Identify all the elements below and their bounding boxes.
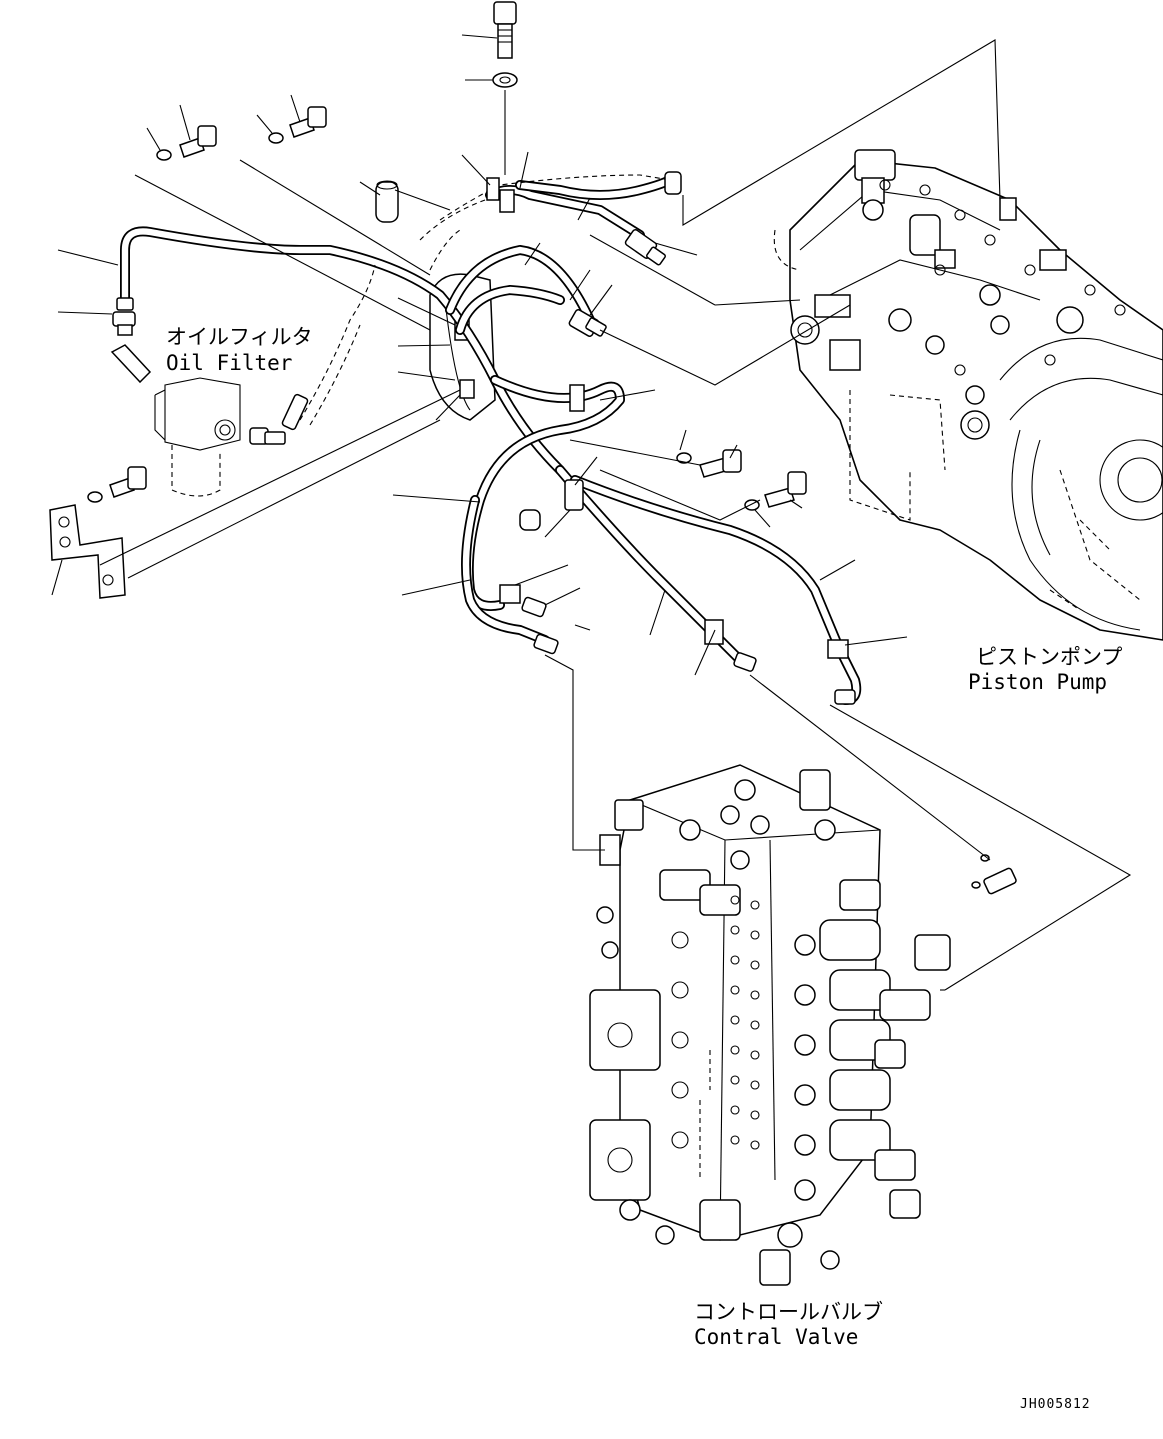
piston-pump-label-en: Piston Pump xyxy=(968,670,1107,694)
valve-face-holes xyxy=(671,895,760,1150)
connection-lines xyxy=(99,39,1132,991)
component-labels: オイルフィルタ Oil Filter ピストンポンプ Piston Pump コ… xyxy=(166,325,1122,1412)
control-valve-label-jp: コントロールバルブ xyxy=(694,1300,883,1324)
valve-spool-caps xyxy=(655,879,951,1286)
oil-filter-label-en: Oil Filter xyxy=(166,351,292,375)
control-valve-label-en: Contral Valve xyxy=(694,1325,858,1349)
oil-filter-assembly xyxy=(110,344,286,497)
piston-pump-label-jp: ピストンポンプ xyxy=(976,645,1122,669)
bolt-top xyxy=(493,1,517,59)
bolt-upper-left-1 xyxy=(179,125,217,158)
loose-hardware xyxy=(87,1,1017,895)
mounting-bracket xyxy=(49,504,126,599)
bolt-upper-left-2 xyxy=(289,106,327,138)
bolt-right-mid-1 xyxy=(699,449,742,478)
oil-filter-label-jp: オイルフィルタ xyxy=(166,325,313,349)
hose-fittings xyxy=(112,171,856,705)
bolt-left-mid xyxy=(109,466,147,498)
piston-pump-assembly xyxy=(773,149,1163,641)
control-valve-assembly xyxy=(589,764,951,1286)
bolt-right-mid-2 xyxy=(764,471,807,508)
hoses xyxy=(120,175,862,705)
drawing-reference-code: JH005812 xyxy=(1020,1397,1091,1412)
leader-lines xyxy=(51,34,908,676)
